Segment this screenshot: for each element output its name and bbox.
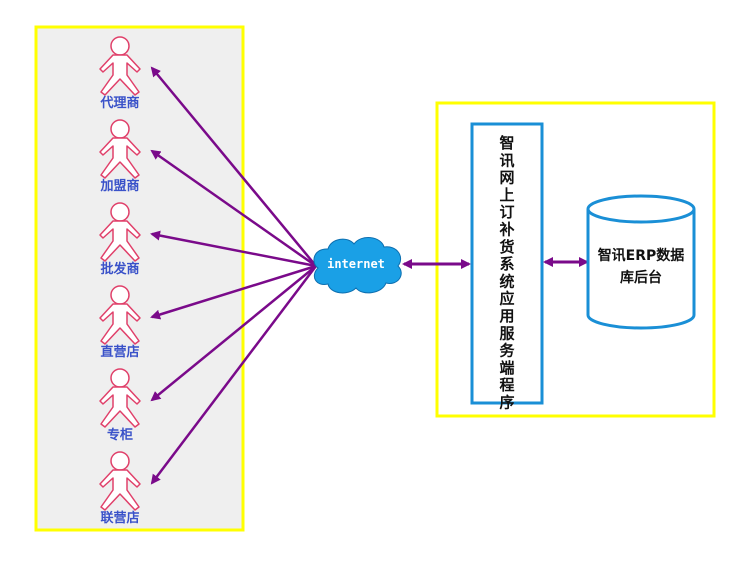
server-app-text: 智讯网上订补货系统应用服务端程序 — [498, 134, 515, 412]
actor-label: 专柜 — [107, 427, 133, 443]
actor-head — [110, 202, 130, 222]
actor-agent: 代理商 — [99, 36, 141, 111]
arrow-to-actor-joint-store — [150, 265, 317, 485]
erp-database: 智讯ERP数据 库后台 — [586, 194, 696, 330]
server-app-label: 智讯网上订补货系统应用服务端程序 — [498, 134, 515, 412]
actor-franchisee: 加盟商 — [99, 119, 141, 194]
internet-label: internet — [327, 257, 385, 271]
actor-body — [99, 220, 141, 262]
database-label-line2: 库后台 — [620, 269, 662, 286]
actor-body — [99, 303, 141, 345]
server-app-box — [470, 122, 544, 405]
actor-label: 联营店 — [100, 510, 139, 526]
actor-joint-store: 联营店 — [99, 451, 141, 526]
actor-head — [110, 368, 130, 388]
actor-label: 直营店 — [100, 344, 139, 360]
actor-head — [110, 451, 130, 471]
arrow-to-actor-direct-store — [150, 264, 317, 320]
actor-body — [99, 386, 141, 428]
actor-body — [99, 137, 141, 179]
arrow-to-actor-counter — [150, 265, 317, 402]
actor-direct-store: 直营店 — [99, 285, 141, 360]
arrow-to-actor-agent — [150, 66, 317, 267]
connection-arrows — [150, 66, 317, 485]
arrow-to-actor-wholesaler — [150, 230, 317, 268]
database-label-line1: 智讯ERP数据 — [597, 247, 685, 264]
actor-label: 批发商 — [100, 261, 139, 277]
clients-group — [34, 25, 245, 532]
actor-head — [110, 36, 130, 56]
actor-head — [110, 285, 130, 305]
actor-counter: 专柜 — [99, 368, 141, 443]
actor-wholesaler: 批发商 — [99, 202, 141, 277]
actor-body — [99, 54, 141, 96]
actor-head — [110, 119, 130, 139]
internet-cloud: internet — [313, 237, 402, 294]
actor-label: 加盟商 — [99, 178, 139, 194]
arrow-to-actor-franchisee — [150, 149, 317, 268]
actor-body — [99, 469, 141, 511]
actor-label: 代理商 — [99, 95, 139, 111]
